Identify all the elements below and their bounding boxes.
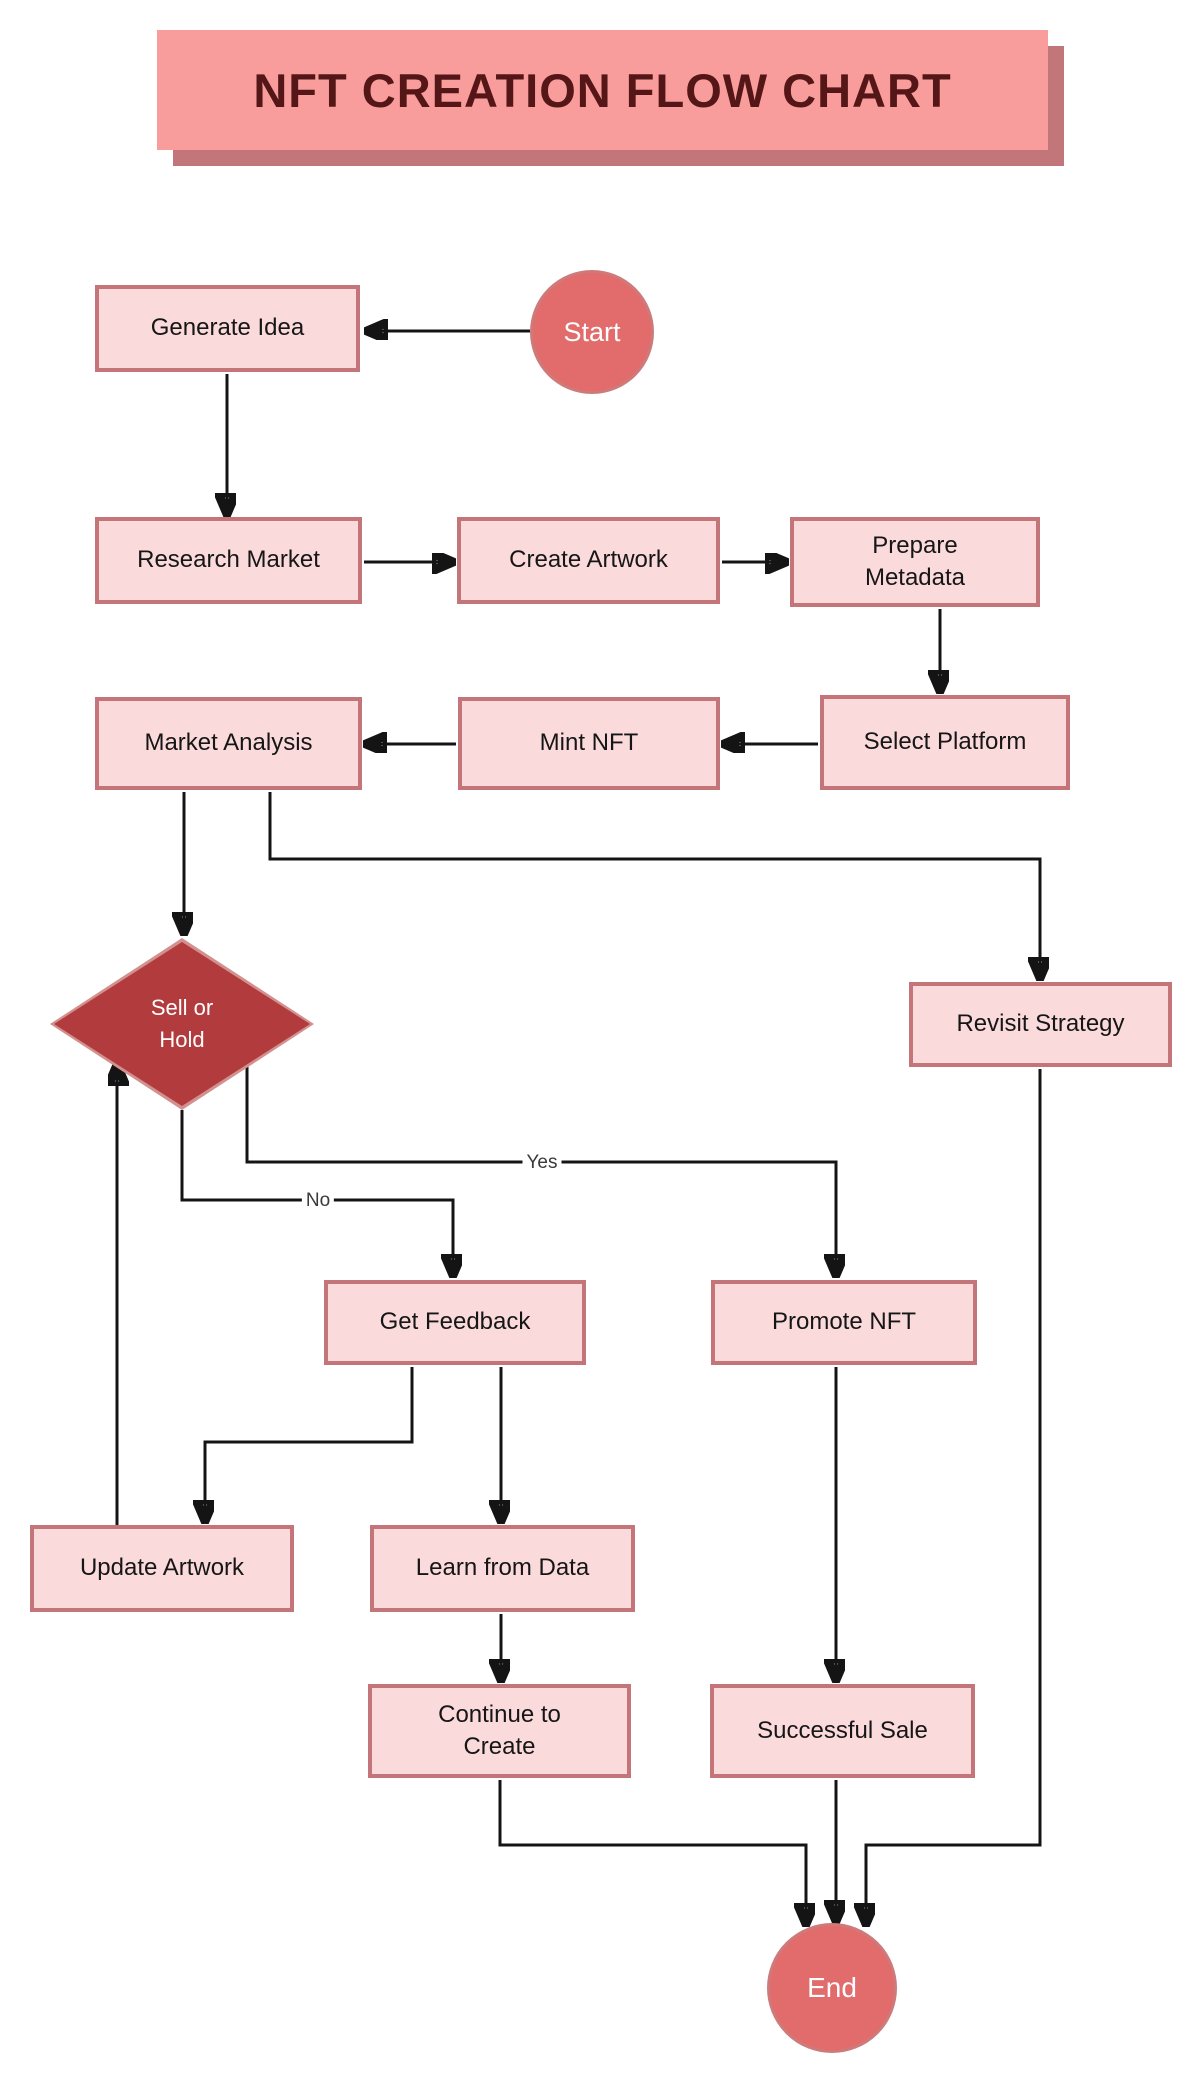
node-prepare-metadata[interactable]: Prepare Metadata <box>790 517 1040 607</box>
arrow-continue-to-create-to-end <box>498 1780 806 1921</box>
node-successful-sale-label: Successful Sale <box>757 1716 928 1744</box>
edge-label-yes: Yes <box>522 1152 562 1174</box>
title-banner: NFT CREATION FLOW CHART <box>157 30 1048 150</box>
node-end[interactable]: End <box>767 1923 897 2053</box>
node-sell-or-hold[interactable]: Sell or Hold <box>50 938 314 1110</box>
node-start-label: Start <box>563 316 621 347</box>
node-generate-idea[interactable]: Generate Idea <box>95 285 360 372</box>
node-successful-sale[interactable]: Successful Sale <box>710 1684 975 1778</box>
node-select-platform[interactable]: Select Platform <box>820 695 1070 790</box>
node-mint-nft-label: Mint NFT <box>539 729 639 757</box>
node-market-analysis-label: Market Analysis <box>144 729 313 757</box>
node-sell-or-hold-label: Sell or Hold <box>150 995 214 1052</box>
node-end-label: End <box>807 1972 857 2003</box>
page-title: NFT CREATION FLOW CHART <box>253 63 952 117</box>
node-create-artwork[interactable]: Create Artwork <box>457 517 720 604</box>
node-sell-or-hold-inner: Sell or Hold <box>54 942 310 1106</box>
edge-label-no: No <box>301 1190 335 1212</box>
node-update-artwork[interactable]: Update Artwork <box>30 1525 294 1612</box>
node-research-market-label: Research Market <box>137 546 320 574</box>
node-get-feedback[interactable]: Get Feedback <box>324 1280 586 1365</box>
arrow-revisit-strategy-to-end <box>866 1069 1042 1921</box>
node-market-analysis[interactable]: Market Analysis <box>95 697 362 790</box>
node-start[interactable]: Start <box>530 270 654 394</box>
node-promote-nft[interactable]: Promote NFT <box>711 1280 977 1365</box>
node-generate-idea-label: Generate Idea <box>150 314 305 342</box>
node-prepare-metadata-label: Prepare Metadata <box>864 531 966 591</box>
node-select-platform-label: Select Platform <box>863 728 1027 756</box>
node-continue-to-create[interactable]: Continue to Create <box>368 1684 631 1778</box>
node-revisit-strategy-label: Revisit Strategy <box>956 1010 1125 1038</box>
node-promote-nft-label: Promote NFT <box>771 1308 917 1336</box>
arrow-get-feedback-to-update-artwork <box>205 1367 414 1518</box>
arrow-market-analysis-to-revisit-strategy <box>268 792 1040 975</box>
node-create-artwork-label: Create Artwork <box>509 546 668 574</box>
node-mint-nft[interactable]: Mint NFT <box>458 697 720 790</box>
node-research-market[interactable]: Research Market <box>95 517 362 604</box>
node-learn-from-data[interactable]: Learn from Data <box>370 1525 635 1612</box>
node-learn-from-data-label: Learn from Data <box>415 1554 590 1582</box>
node-get-feedback-label: Get Feedback <box>379 1308 531 1336</box>
node-update-artwork-label: Update Artwork <box>79 1554 245 1582</box>
node-revisit-strategy[interactable]: Revisit Strategy <box>909 982 1172 1067</box>
node-continue-to-create-label: Continue to Create <box>438 1700 561 1760</box>
